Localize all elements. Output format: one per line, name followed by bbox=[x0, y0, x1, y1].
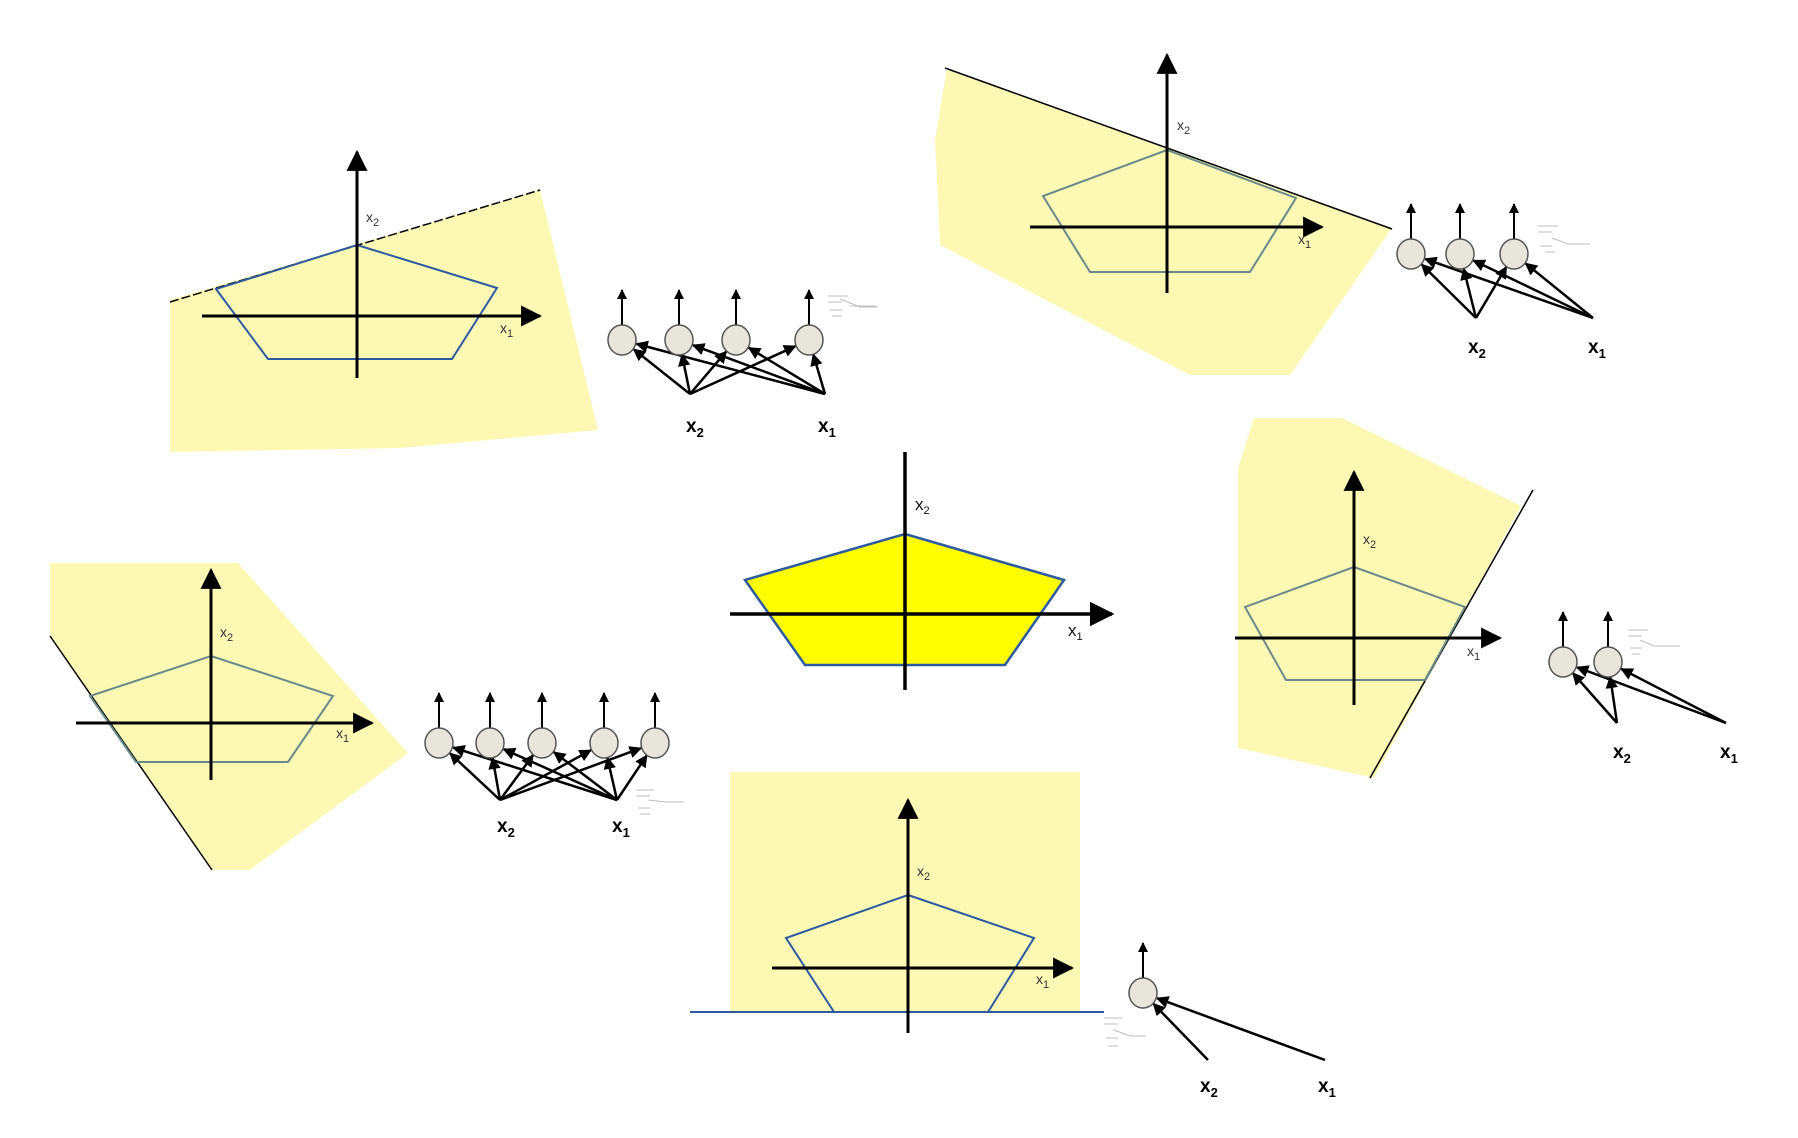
half-plane-region bbox=[170, 190, 598, 452]
input-label-x1: x1 bbox=[1588, 337, 1606, 361]
connection-from-x2 bbox=[689, 350, 728, 395]
connection-from-x2 bbox=[499, 749, 592, 802]
input-label-x2: x2 bbox=[497, 816, 515, 840]
network-mid-left bbox=[424, 692, 670, 802]
neuron-node bbox=[1548, 646, 1578, 678]
half-plane-region bbox=[50, 563, 408, 870]
x1-axis-label: x1 bbox=[1068, 621, 1083, 643]
pentagon-outline bbox=[1041, 148, 1298, 273]
input-label-x1: x1 bbox=[612, 816, 630, 840]
neuron-node bbox=[1128, 977, 1158, 1009]
pentagon-outline bbox=[784, 893, 1036, 1013]
connection-from-x2 bbox=[678, 353, 692, 395]
connection-from-x2 bbox=[498, 754, 535, 801]
neuron-node bbox=[475, 727, 505, 759]
mini-thumbnail bbox=[636, 225, 1680, 1047]
connection-from-x2 bbox=[632, 348, 691, 395]
connection-from-x1 bbox=[1524, 262, 1594, 319]
connection-from-x2 bbox=[689, 345, 797, 396]
x2-axis-label: x2 bbox=[366, 209, 379, 229]
x2-axis-label: x2 bbox=[1363, 531, 1376, 551]
x1-axis-label: x1 bbox=[500, 320, 513, 340]
panel-top-left: x2 x1 bbox=[169, 149, 598, 452]
neuron-node bbox=[424, 727, 454, 759]
connection-from-x1 bbox=[810, 353, 827, 395]
x1-axis-label: x1 bbox=[1467, 643, 1480, 663]
panel-bottom: x2 x1 bbox=[690, 772, 1104, 1033]
x1-axis-label: x1 bbox=[1298, 231, 1311, 251]
connection-from-x2 bbox=[499, 746, 643, 802]
network-top-right bbox=[1396, 203, 1594, 320]
neuron-node bbox=[1593, 646, 1623, 678]
input-label-x2: x2 bbox=[1613, 742, 1631, 766]
connection-from-x2 bbox=[1572, 672, 1618, 724]
connection-from-x1 bbox=[1423, 256, 1594, 320]
neuron-node bbox=[640, 727, 670, 759]
panel-mid-left: x2 x1 bbox=[49, 563, 408, 871]
connection-from-x1 bbox=[1155, 996, 1326, 1062]
connection-from-x1 bbox=[603, 756, 619, 801]
network-mid-right bbox=[1548, 611, 1727, 725]
connection-from-x2 bbox=[1460, 267, 1478, 319]
connection-from-x1 bbox=[747, 346, 826, 396]
neuron-node bbox=[1396, 238, 1426, 270]
input-label-x1: x1 bbox=[1318, 1076, 1336, 1100]
neuron-node bbox=[1445, 238, 1475, 270]
connection-from-x2 bbox=[488, 756, 502, 801]
neuron-node bbox=[721, 324, 751, 356]
connection-from-x1 bbox=[615, 754, 648, 801]
connection-from-x1 bbox=[1472, 259, 1594, 320]
x1-axis-label: x1 bbox=[1036, 971, 1049, 991]
panel-top-right: x2 x1 bbox=[935, 52, 1393, 375]
half-plane-region bbox=[730, 772, 1080, 1012]
neuron-node bbox=[527, 727, 557, 759]
x1-axis-label: x1 bbox=[336, 725, 349, 745]
connection-from-x1 bbox=[1575, 665, 1727, 725]
connection-from-x2 bbox=[1420, 263, 1477, 319]
connection-from-x1 bbox=[452, 745, 618, 802]
half-plane-region bbox=[935, 68, 1392, 375]
input-label-x2: x2 bbox=[1200, 1076, 1218, 1100]
panel-mid-right: x2 x1 bbox=[1235, 418, 1534, 779]
x2-axis-label: x2 bbox=[1177, 117, 1190, 137]
input-label-x1: x1 bbox=[818, 416, 836, 440]
x2-axis-label: x2 bbox=[917, 863, 930, 883]
input-label-x2: x2 bbox=[1468, 337, 1486, 361]
connection-from-x2 bbox=[449, 752, 501, 801]
connection-from-x2 bbox=[1152, 1002, 1209, 1061]
input-label-x1: x1 bbox=[1720, 742, 1738, 766]
x2-axis-label: x2 bbox=[220, 624, 233, 644]
neuron-node bbox=[589, 727, 619, 759]
neuron-node bbox=[607, 324, 637, 356]
input-label-x2: x2 bbox=[686, 416, 704, 440]
pentagon-outline bbox=[214, 243, 499, 360]
x2-axis-label: x2 bbox=[915, 495, 930, 517]
neuron-node bbox=[1499, 238, 1529, 270]
connection-from-x1 bbox=[635, 340, 826, 396]
neuron-node bbox=[794, 324, 824, 356]
panel-center: x2 x1 bbox=[730, 452, 1115, 690]
network-top-left bbox=[607, 289, 827, 396]
connection-from-x2 bbox=[1605, 675, 1619, 724]
decision-boundary bbox=[1369, 489, 1534, 779]
decision-boundary bbox=[49, 635, 213, 871]
connection-from-x1 bbox=[1620, 667, 1727, 725]
neuron-node bbox=[664, 324, 694, 356]
connection-from-x2 bbox=[1474, 265, 1508, 319]
half-plane-region bbox=[1238, 418, 1521, 778]
connection-from-x1 bbox=[552, 751, 618, 801]
network-bottom bbox=[1128, 942, 1326, 1062]
